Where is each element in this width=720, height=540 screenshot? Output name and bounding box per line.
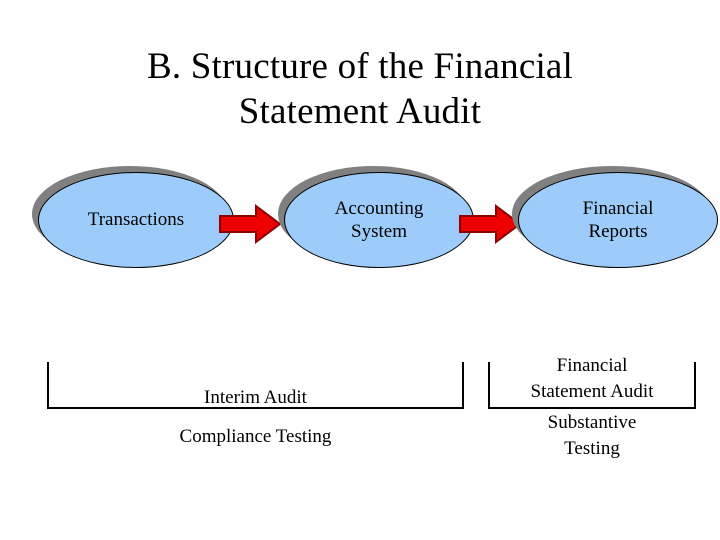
compliance-testing-label: Compliance Testing xyxy=(179,426,332,447)
ellipse-shape: Transactions xyxy=(38,172,234,268)
substantive-testing-label: Substantive Testing xyxy=(547,412,637,459)
financial-statement-audit-bracket xyxy=(488,362,696,409)
interim-audit-bracket xyxy=(47,362,464,409)
financial-statement-audit-label: Financial Statement Audit xyxy=(530,355,654,402)
ellipse-shape: Financial Reports xyxy=(518,172,718,268)
flow-node-accounting-system[interactable]: Accounting System xyxy=(278,166,474,268)
flow-node-label: Transactions xyxy=(87,209,185,231)
flow-node-transactions[interactable]: Transactions xyxy=(32,166,234,268)
flow-node-label: Accounting System xyxy=(334,197,424,242)
right-arrow-icon xyxy=(219,204,281,244)
right-arrow-icon xyxy=(459,204,521,244)
flow-node-label: Financial Reports xyxy=(582,197,654,242)
process-flow-diagram: Transactions Accounting System Financial… xyxy=(0,160,720,280)
page-title: B. Structure of the Financial Statement … xyxy=(146,46,574,133)
ellipse-shape: Accounting System xyxy=(284,172,474,268)
flow-node-financial-reports[interactable]: Financial Reports xyxy=(512,166,718,268)
interim-audit-label: Interim Audit xyxy=(204,387,307,408)
